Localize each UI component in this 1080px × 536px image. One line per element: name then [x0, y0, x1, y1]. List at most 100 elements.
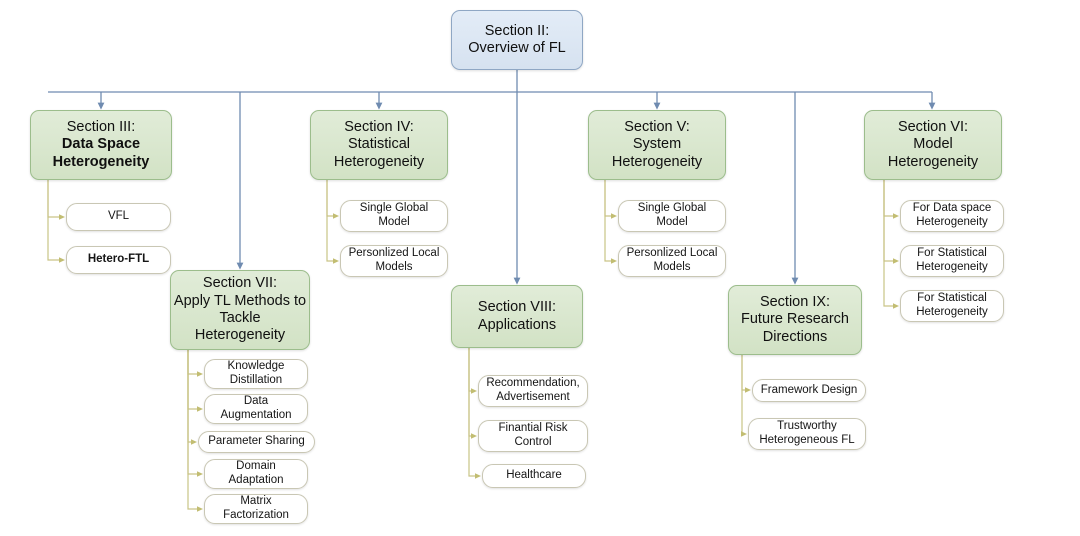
- node-line: Apply TL Methods to: [173, 292, 307, 309]
- node-line: Applications: [477, 316, 557, 333]
- node-label: Section III: Data Space Heterogeneity: [31, 119, 171, 171]
- node-label: For Statistical Heterogeneity: [901, 247, 1003, 275]
- node-label: Section II: Overview of FL: [452, 23, 582, 58]
- conn-section-5-personlized-local-models: [604, 180, 617, 264]
- conn-section-6-for-statistical-2: [883, 180, 899, 309]
- node-single-global-model-v[interactable]: Single Global Model: [618, 200, 726, 232]
- node-personlized-local-models-v[interactable]: Personlized Local Models: [618, 245, 726, 277]
- node-label: Recommendation, Advertisement: [479, 377, 587, 405]
- node-line: Models: [375, 261, 413, 273]
- node-line: Future Research: [741, 311, 849, 328]
- node-personlized-local-models-iv[interactable]: Personlized Local Models: [340, 245, 448, 277]
- node-section-5[interactable]: Section V: System Heterogeneity: [588, 110, 726, 180]
- node-label: Framework Design: [753, 384, 865, 398]
- node-line: Adaptation: [228, 474, 284, 486]
- node-line: Distillation: [229, 374, 283, 386]
- node-trustworthy-heterogeneous-fl[interactable]: Trustworthy Heterogeneous FL: [748, 418, 866, 450]
- conn-section-7-data-augmentation: [187, 350, 203, 412]
- node-label: For Data space Heterogeneity: [901, 202, 1003, 230]
- node-line: Section V:: [624, 118, 690, 135]
- node-line: Models: [653, 261, 691, 273]
- node-line: Finantial Risk: [498, 422, 568, 435]
- node-for-data-space-heterogeneity[interactable]: For Data space Heterogeneity: [900, 200, 1004, 232]
- node-hetero-ftl[interactable]: Hetero-FTL: [66, 246, 171, 274]
- node-line: Single Global: [637, 202, 707, 215]
- node-finantial-risk-control[interactable]: Finantial Risk Control: [478, 420, 588, 452]
- node-for-statistical-heterogeneity-1[interactable]: For Statistical Heterogeneity: [900, 245, 1004, 277]
- node-line: Healthcare: [506, 469, 562, 482]
- node-line: Matrix: [240, 495, 272, 508]
- conn-section-3-hetero-ftl: [47, 180, 65, 263]
- node-line: Statistical: [347, 136, 411, 153]
- node-framework-design[interactable]: Framework Design: [752, 379, 866, 402]
- node-label: Section IV: Statistical Heterogeneity: [311, 119, 447, 171]
- conn-section-9-framework-design: [741, 355, 751, 393]
- conn-section-6-for-data-space: [883, 180, 899, 219]
- node-line: Heterogeneity: [916, 306, 988, 318]
- node-label: Parameter Sharing: [199, 435, 314, 449]
- node-line: Section IX:: [759, 293, 831, 310]
- node-single-global-model-iv[interactable]: Single Global Model: [340, 200, 448, 232]
- node-section-4[interactable]: Section IV: Statistical Heterogeneity: [310, 110, 448, 180]
- node-parameter-sharing[interactable]: Parameter Sharing: [198, 431, 315, 453]
- node-line: Advertisement: [496, 391, 570, 403]
- node-line: Parameter Sharing: [208, 435, 305, 448]
- conn-section-8-recommendation: [468, 348, 477, 394]
- node-line: Hetero-FTL: [87, 253, 150, 266]
- node-line: Framework Design: [760, 383, 858, 396]
- conn-section-9-trustworthy: [741, 355, 747, 437]
- node-line: Heterogeneity: [333, 153, 425, 170]
- node-label: Trustworthy Heterogeneous FL: [749, 420, 865, 448]
- node-line: Heterogeneity: [916, 216, 988, 228]
- node-label: Data Augmentation: [205, 395, 307, 423]
- node-line: Heterogeneous FL: [759, 434, 855, 446]
- conn-section-6-for-statistical-1: [883, 180, 899, 264]
- node-line: Trustworthy: [777, 420, 837, 433]
- node-section-8[interactable]: Section VIII: Applications: [451, 285, 583, 348]
- node-line: Heterogeneity: [52, 153, 150, 170]
- node-matrix-factorization[interactable]: Matrix Factorization: [204, 494, 308, 524]
- node-knowledge-distillation[interactable]: Knowledge Distillation: [204, 359, 308, 389]
- node-line: Knowledge: [227, 360, 285, 373]
- node-section-3[interactable]: Section III: Data Space Heterogeneity: [30, 110, 172, 180]
- node-label: Section V: System Heterogeneity: [589, 119, 725, 171]
- node-for-statistical-heterogeneity-2[interactable]: For Statistical Heterogeneity: [900, 290, 1004, 322]
- node-section-7[interactable]: Section VII: Apply TL Methods to Tackle …: [170, 270, 310, 350]
- node-line: Section VII:: [202, 275, 278, 292]
- node-section-6[interactable]: Section VI: Model Heterogeneity: [864, 110, 1002, 180]
- node-line: Directions: [762, 328, 828, 345]
- conn-section-7-matrix-factorization: [187, 350, 203, 512]
- node-line: Heterogeneity: [611, 153, 703, 170]
- node-line: Personlized Local: [348, 247, 440, 260]
- node-line: Model: [656, 216, 688, 228]
- conn-section-7-parameter-sharing: [187, 350, 197, 445]
- node-line: Data: [243, 395, 269, 408]
- conn-section-4-single-global-model: [326, 180, 339, 219]
- node-line: Section VI:: [897, 118, 969, 135]
- node-line: Model: [378, 216, 410, 228]
- node-healthcare[interactable]: Healthcare: [482, 464, 586, 488]
- node-label: Section VII: Apply TL Methods to Tackle …: [171, 275, 309, 345]
- node-recommendation-advertisement[interactable]: Recommendation, Advertisement: [478, 375, 588, 407]
- conn-section-5-single-global-model: [604, 180, 617, 219]
- node-line: VFL: [107, 210, 130, 223]
- node-label: Matrix Factorization: [205, 495, 307, 523]
- node-label: Hetero-FTL: [67, 253, 170, 267]
- conn-section-7-domain-adaptation: [187, 350, 203, 477]
- node-domain-adaptation[interactable]: Domain Adaptation: [204, 459, 308, 489]
- node-label: Domain Adaptation: [205, 460, 307, 488]
- node-line: Tackle: [219, 310, 261, 326]
- conn-section-8-healthcare: [468, 348, 481, 479]
- node-line: Augmentation: [220, 409, 292, 421]
- conn-section-3-vfl: [47, 180, 65, 220]
- node-section-9[interactable]: Section IX: Future Research Directions: [728, 285, 862, 355]
- node-label: Finantial Risk Control: [479, 422, 587, 450]
- node-vfl[interactable]: VFL: [66, 203, 171, 231]
- node-line: Factorization: [223, 509, 289, 521]
- node-data-augmentation[interactable]: Data Augmentation: [204, 394, 308, 424]
- node-line: Section III:: [66, 118, 136, 135]
- node-section-2[interactable]: Section II: Overview of FL: [451, 10, 583, 70]
- node-line: Single Global: [359, 202, 429, 215]
- node-line: Section IV:: [344, 118, 414, 135]
